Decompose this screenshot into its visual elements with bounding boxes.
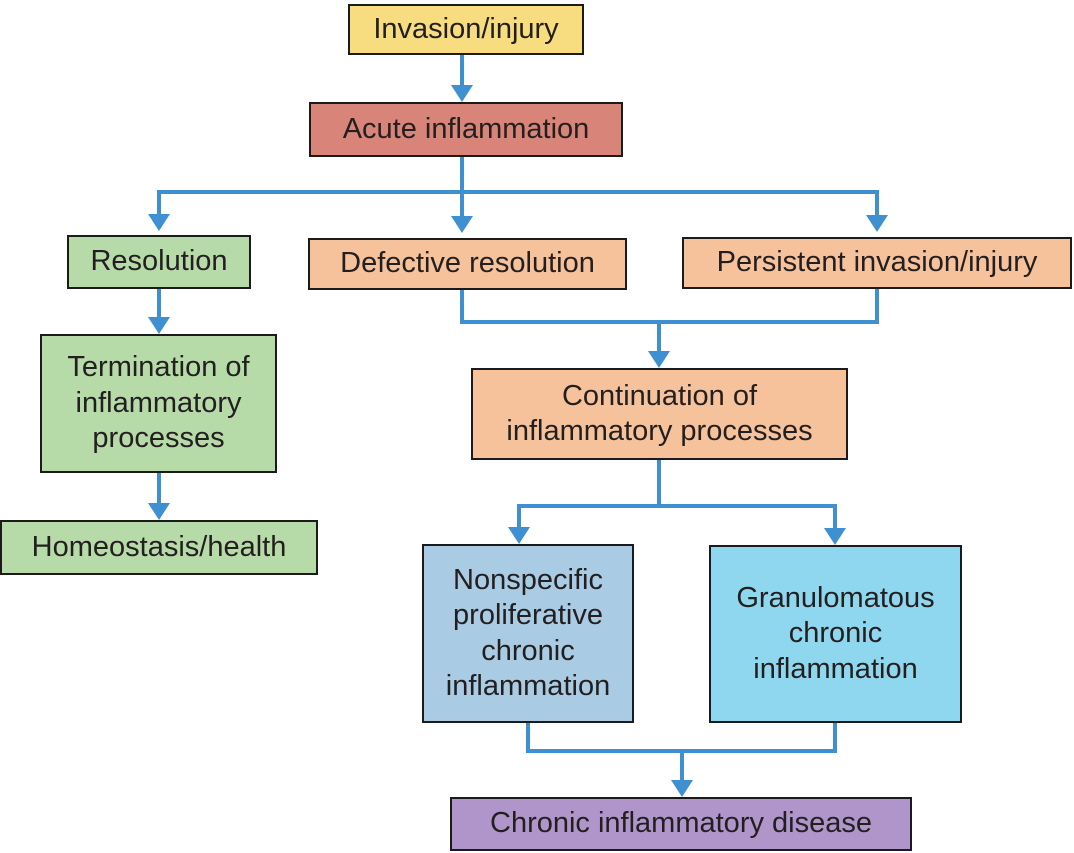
node-chronic-inflammatory-disease: Chronic inflammatory disease xyxy=(450,797,912,851)
node-label: Chronic inflammatory disease xyxy=(490,807,872,840)
edge-termination-to-homeostasis-arrowhead xyxy=(148,503,170,520)
node-invasion-injury: Invasion/injury xyxy=(348,4,584,55)
node-granulomatous-chronic-inflammation: Granulomatous chronic inflammation xyxy=(709,545,962,723)
edge-continuation-to-granulomatous-arrowhead xyxy=(824,528,846,545)
node-label: Acute inflammation xyxy=(342,112,590,145)
edge-chronic-merge-line xyxy=(526,723,837,753)
node-label: Granulomatous chronic inflammation xyxy=(736,581,935,685)
node-persistent-invasion-injury: Persistent invasion/injury xyxy=(682,237,1072,289)
edge-acute-to-defective-arrowhead xyxy=(451,216,473,233)
edge-invasion-to-acute-arrowhead xyxy=(451,85,473,102)
edge-resolution-to-termination-arrowhead xyxy=(148,317,170,334)
node-homeostasis-health: Homeostasis/health xyxy=(0,520,318,575)
edge-continuation-to-nonspecific-arrowhead xyxy=(508,527,530,544)
node-acute-inflammation: Acute inflammation xyxy=(309,102,623,157)
node-nonspecific-proliferative-chronic-inflammation: Nonspecific proliferative chronic inflam… xyxy=(422,544,634,723)
node-resolution: Resolution xyxy=(67,235,251,289)
edge-merge-to-continuation-arrowhead xyxy=(648,351,670,368)
node-defective-resolution: Defective resolution xyxy=(308,238,627,290)
edge-merge-to-disease-arrowhead xyxy=(671,780,693,797)
edge-acute-to-persistent-arrowhead xyxy=(866,215,888,232)
node-label: Persistent invasion/injury xyxy=(716,246,1038,279)
node-continuation-of-inflammatory-processes: Continuation of inflammatory processes xyxy=(471,368,848,460)
node-label: Invasion/injury xyxy=(373,12,559,45)
node-label: Nonspecific proliferative chronic inflam… xyxy=(445,563,611,702)
node-label: Resolution xyxy=(90,245,228,278)
node-label: Termination of inflammatory processes xyxy=(67,351,250,455)
node-label: Defective resolution xyxy=(340,247,595,280)
edge-defective-merge-line xyxy=(460,289,879,324)
node-label: Continuation of inflammatory processes xyxy=(506,379,813,447)
node-label: Homeostasis/health xyxy=(31,530,287,563)
node-termination-of-inflammatory-processes: Termination of inflammatory processes xyxy=(40,334,277,473)
edge-acute-to-resolution-arrowhead xyxy=(148,214,170,231)
